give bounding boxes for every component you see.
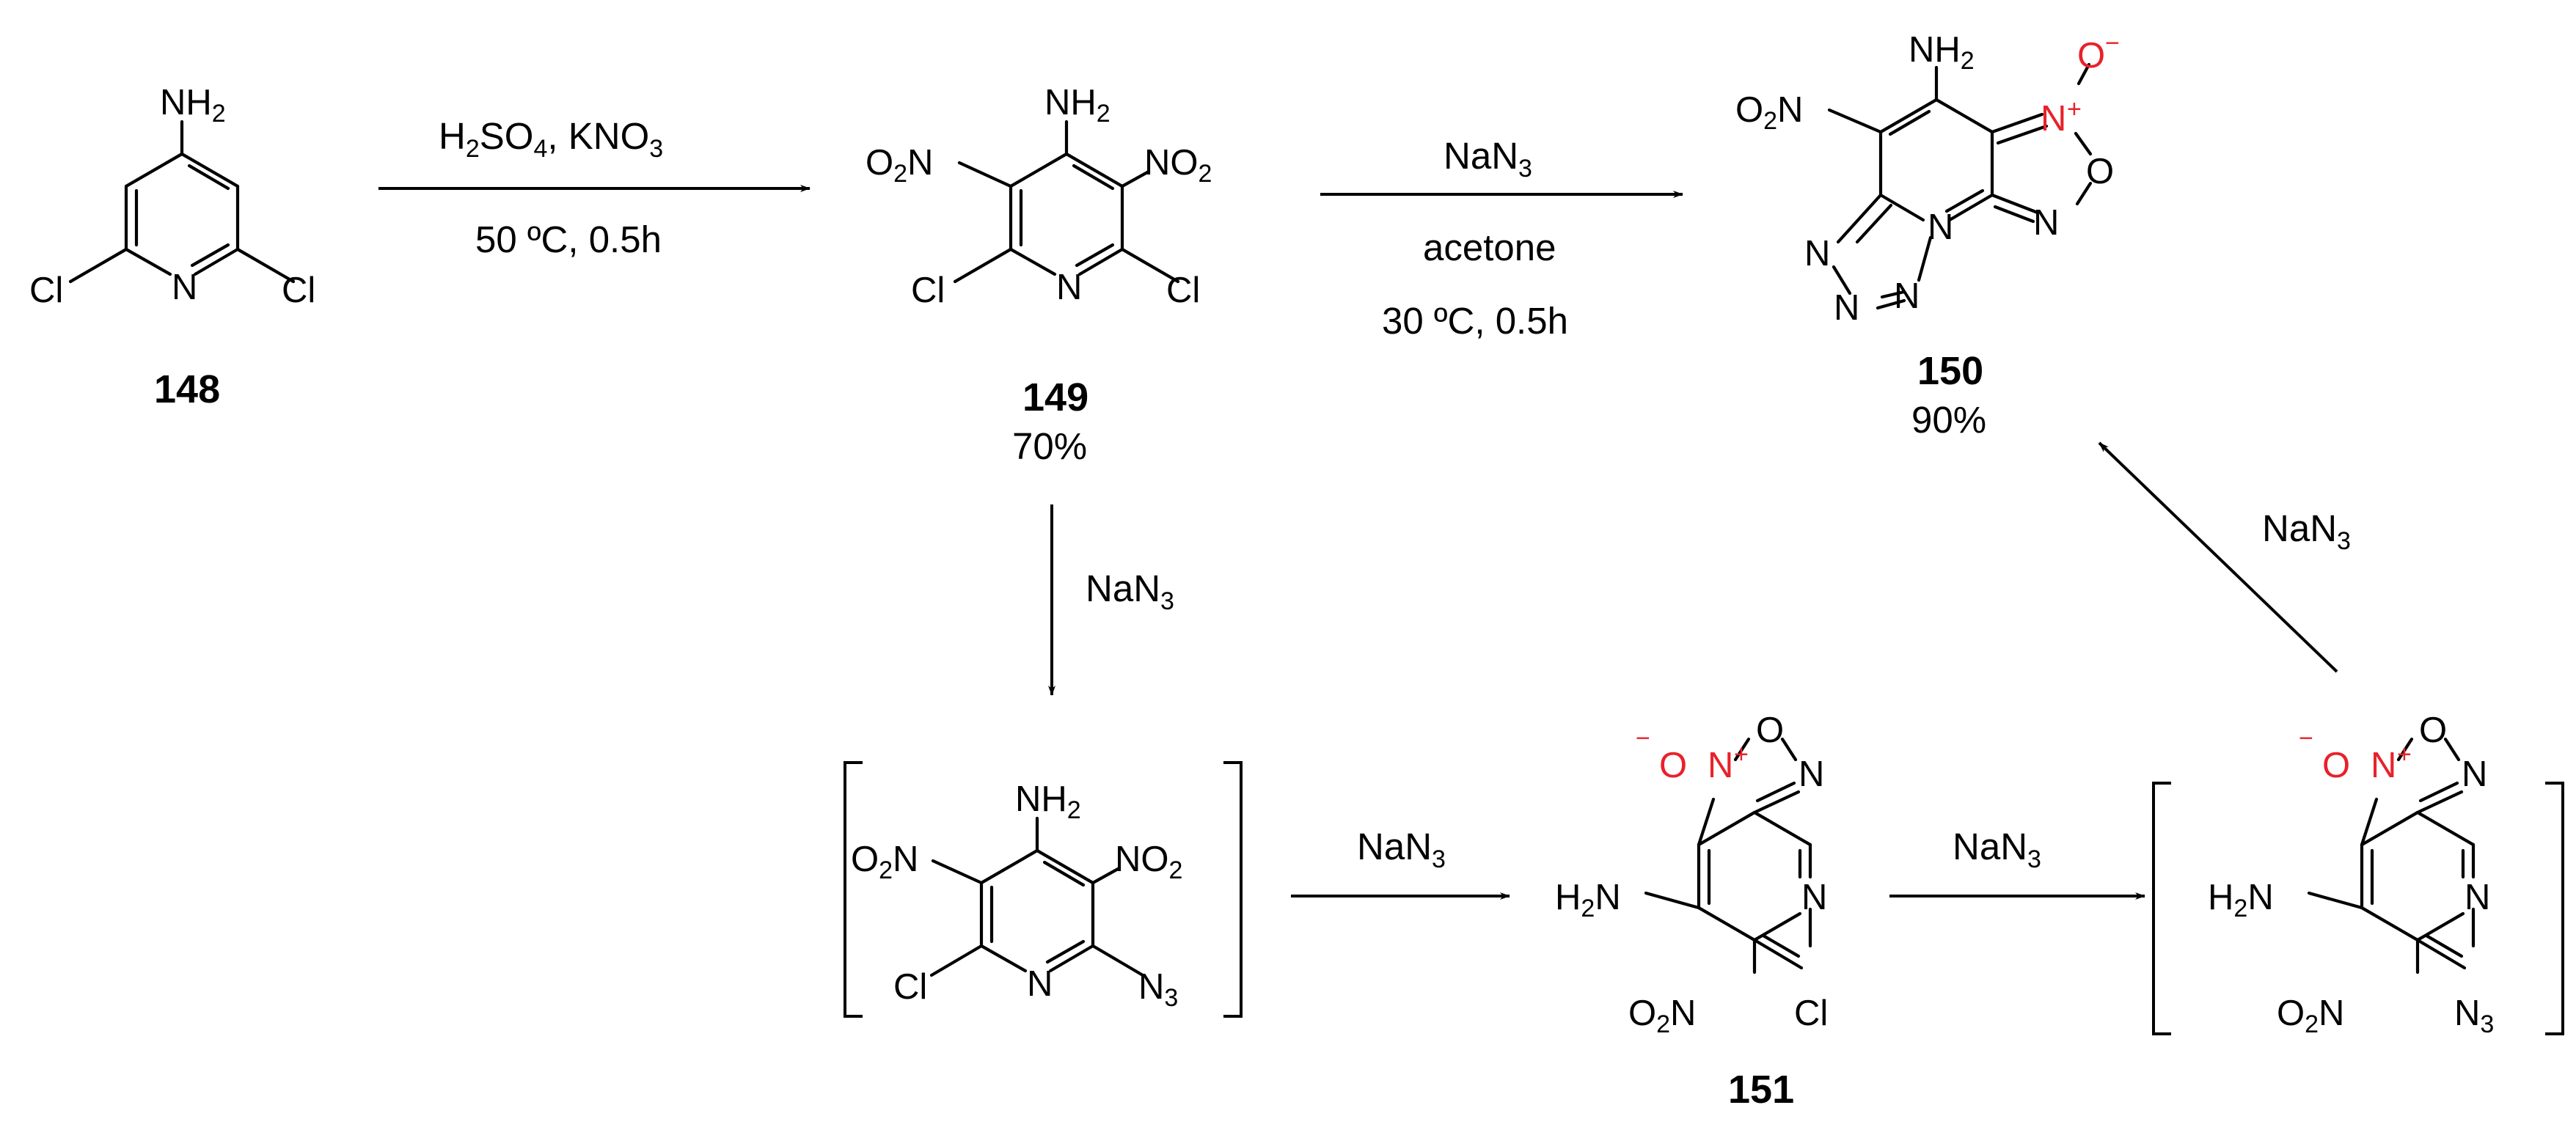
c148-nh: NH bbox=[160, 83, 212, 122]
arrow-149-down: NaN3 bbox=[1048, 504, 1174, 696]
arrow-151-to-azido: NaN3 bbox=[1889, 826, 2145, 900]
compound-149: NH2 O2N NO2 N Cl Cl 149 70% bbox=[866, 83, 1212, 467]
arrow2-reagent: NaN3 bbox=[1443, 135, 1532, 183]
compound-151-label: 151 bbox=[1728, 1068, 1794, 1112]
svg-text:O2N: O2N bbox=[866, 143, 933, 188]
compound-150-label: 150 bbox=[1917, 349, 1983, 393]
arrow-148-to-149: H2SO4, KNO3 50 ºC, 0.5h bbox=[378, 115, 811, 260]
svg-text:N: N bbox=[1799, 755, 1824, 794]
compound-148: NH2 N Cl Cl 148 bbox=[29, 83, 315, 411]
svg-text:Cl: Cl bbox=[893, 967, 927, 1007]
intermediate-azido-chloro: NH2 O2N NO2 N Cl N3 bbox=[844, 761, 1243, 1018]
svg-text:H2N: H2N bbox=[2208, 878, 2274, 922]
svg-text:−: − bbox=[2105, 29, 2120, 57]
intermediate2-bonds bbox=[2307, 737, 2476, 974]
arrow-intermediate-to-151: NaN3 bbox=[1291, 826, 1510, 900]
svg-text:NH2: NH2 bbox=[160, 83, 226, 128]
arrow1-reagent-line1: H2SO4, KNO3 bbox=[439, 115, 663, 163]
arrow1-conditions: 50 ºC, 0.5h bbox=[475, 219, 662, 260]
svg-text:O2N: O2N bbox=[1735, 90, 1803, 135]
svg-text:NO2: NO2 bbox=[1144, 143, 1212, 188]
svg-text:N3: N3 bbox=[1138, 967, 1178, 1012]
svg-text:Cl: Cl bbox=[911, 271, 945, 310]
svg-text:O: O bbox=[2419, 711, 2447, 750]
svg-text:O2N: O2N bbox=[2277, 994, 2344, 1038]
arrow4-reagent: NaN3 bbox=[1357, 826, 1446, 873]
compound-151: N + O − O N N H2N O2N Cl 151 bbox=[1555, 711, 1828, 1112]
c151-n-oxide: N bbox=[1708, 746, 1733, 785]
svg-text:Cl: Cl bbox=[1794, 994, 1828, 1033]
compound-150: NH2 O2N N + O − O N N N N N 150 90% bbox=[1735, 29, 2120, 441]
svg-text:+: + bbox=[2067, 95, 2082, 123]
svg-text:O2N: O2N bbox=[1628, 994, 1696, 1038]
intermediate1-bonds bbox=[929, 816, 1145, 977]
c150-o-minus: O bbox=[2077, 36, 2105, 76]
svg-text:N: N bbox=[2462, 755, 2487, 794]
svg-text:NO2: NO2 bbox=[1115, 840, 1182, 884]
svg-text:NH2: NH2 bbox=[1015, 779, 1081, 824]
arrow-azido-to-150: NaN3 bbox=[2098, 441, 2351, 673]
c148-n: N bbox=[172, 268, 197, 307]
c148-cl-right: Cl bbox=[282, 271, 315, 310]
compound-151-bonds bbox=[1644, 737, 1812, 974]
svg-text:N: N bbox=[1027, 964, 1053, 1004]
c151-o-minus: O bbox=[1659, 746, 1687, 785]
compound-149-label: 149 bbox=[1022, 375, 1088, 419]
svg-text:N: N bbox=[1801, 878, 1827, 917]
compound-148-bonds bbox=[68, 120, 296, 284]
svg-text:N: N bbox=[1928, 208, 1953, 247]
svg-text:−: − bbox=[2299, 724, 2313, 752]
arrow5-reagent: NaN3 bbox=[1953, 826, 2041, 873]
compound-148-label: 148 bbox=[154, 367, 220, 411]
intermediate-azido-furoxan: N + O − O N N H2N O2N N3 bbox=[2152, 711, 2564, 1038]
compound-149-bonds bbox=[953, 120, 1180, 284]
arrow2-solvent: acetone bbox=[1423, 227, 1556, 268]
compound-149-yield: 70% bbox=[1012, 425, 1087, 467]
svg-text:O: O bbox=[2322, 746, 2350, 785]
c148-cl-left: Cl bbox=[29, 271, 63, 310]
arrow3-reagent: NaN3 bbox=[1086, 568, 1174, 615]
arrow-149-to-150: NaN3 acetone 30 ºC, 0.5h bbox=[1320, 135, 1683, 342]
arrow6-reagent: NaN3 bbox=[2262, 507, 2351, 555]
svg-text:−: − bbox=[1636, 724, 1650, 752]
svg-text:O: O bbox=[1756, 711, 1784, 750]
svg-text:N3: N3 bbox=[2454, 994, 2494, 1038]
svg-text:N: N bbox=[1056, 268, 1082, 307]
svg-text:N: N bbox=[1894, 276, 1920, 316]
arrow2-conditions: 30 ºC, 0.5h bbox=[1382, 300, 1568, 342]
svg-text:+: + bbox=[1734, 741, 1749, 768]
svg-text:O2N: O2N bbox=[851, 840, 918, 884]
c150-n-oxide: N bbox=[2041, 99, 2066, 139]
svg-text:N: N bbox=[2465, 878, 2490, 917]
svg-text:Cl: Cl bbox=[1166, 271, 1200, 310]
compound-150-bonds bbox=[1827, 62, 2093, 310]
svg-text:N: N bbox=[1804, 234, 1830, 274]
svg-text:+: + bbox=[2397, 741, 2412, 768]
svg-text:NH2: NH2 bbox=[1909, 30, 1975, 75]
svg-text:NH2: NH2 bbox=[1044, 83, 1110, 128]
svg-text:N: N bbox=[2371, 746, 2396, 785]
compound-150-yield: 90% bbox=[1911, 399, 1986, 441]
svg-text:N: N bbox=[1834, 288, 1859, 328]
svg-text:H2N: H2N bbox=[1555, 878, 1621, 922]
svg-text:O: O bbox=[2086, 152, 2114, 191]
svg-text:N: N bbox=[2033, 203, 2059, 243]
